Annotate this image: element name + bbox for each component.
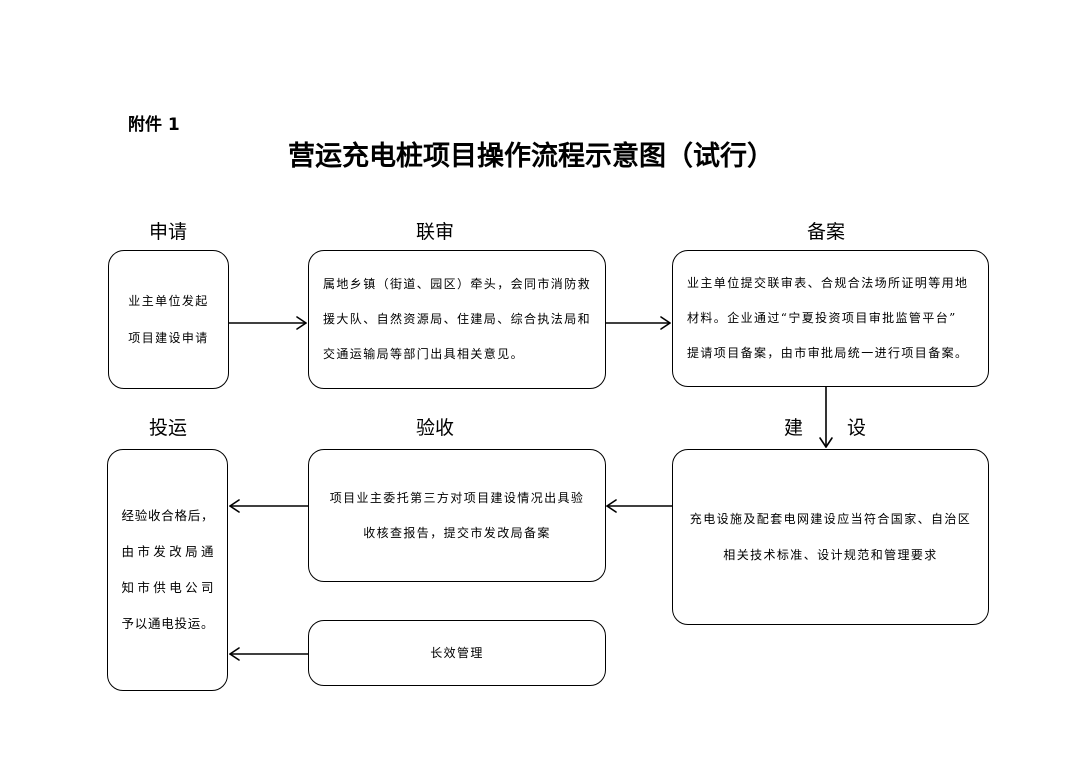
step-text-line: 援大队、自然资源局、住建局、综合执法局和 (323, 312, 592, 326)
step-text-line: 予以通电投运。 (121, 616, 214, 631)
stage-label-acceptance: 验收 (415, 417, 454, 439)
step-text-line: 提请项目备案，由市审批局统一进行项目备案。 (687, 346, 969, 360)
step-box-apply: 业主单位发起 项目建设申请 (108, 250, 229, 389)
step-text-line: 由市发改局通 (121, 544, 214, 559)
step-box-joint-review: 属地乡镇（街道、园区）牵头，会同市消防救 援大队、自然资源局、住建局、综合执法局… (308, 250, 606, 389)
stage-label-construction: 建设 (784, 417, 911, 439)
step-text-line: 业主单位提交联审表、合规合法场所证明等用地 (687, 276, 969, 290)
arrow-apply-to-joint-review (228, 316, 307, 330)
step-text-line: 充电设施及配套电网建设应当符合国家、自治区 (689, 512, 972, 526)
step-box-construction: 充电设施及配套电网建设应当符合国家、自治区 相关技术标准、设计规范和管理要求 (672, 449, 989, 625)
arrow-long-term-to-operation (229, 647, 309, 661)
step-text-line: 项目业主委托第三方对项目建设情况出具验 (329, 490, 585, 505)
page-title: 营运充电桩项目操作流程示意图（试行） (288, 141, 774, 172)
stage-label-filing: 备案 (806, 221, 845, 243)
step-box-filing: 业主单位提交联审表、合规合法场所证明等用地 材料。企业通过“宁夏投资项目审批监管… (672, 250, 989, 387)
step-text-line: 交通运输局等部门出具相关意见。 (323, 347, 525, 361)
attachment-label: 附件 1 (128, 115, 180, 135)
stage-label-apply: 申请 (148, 221, 187, 243)
step-text-line: 业主单位发起 (128, 293, 209, 308)
step-text-line: 经验收合格后， (121, 508, 214, 523)
step-text-line: 相关技术标准、设计规范和管理要求 (723, 548, 938, 562)
step-box-operation: 经验收合格后， 由市发改局通 知市供电公司 予以通电投运。 (107, 449, 228, 691)
step-text-line: 项目建设申请 (128, 330, 209, 345)
stage-label-operation: 投运 (148, 417, 187, 439)
arrow-construction-to-acceptance (606, 499, 673, 513)
stage-label-joint-review: 联审 (415, 221, 454, 243)
step-text-line: 长效管理 (430, 645, 484, 660)
step-box-acceptance: 项目业主委托第三方对项目建设情况出具验 收核查报告，提交市发改局备案 (308, 449, 606, 582)
step-box-long-term-management: 长效管理 (308, 620, 606, 686)
step-text-line: 收核查报告，提交市发改局备案 (363, 525, 551, 540)
arrow-joint-review-to-filing (605, 316, 671, 330)
step-text-line: 知市供电公司 (121, 580, 214, 595)
step-text-line: 属地乡镇（街道、园区）牵头，会同市消防救 (323, 277, 592, 291)
step-text-line: 材料。企业通过“宁夏投资项目审批监管平台” (687, 311, 957, 325)
arrow-acceptance-to-operation (229, 499, 309, 513)
